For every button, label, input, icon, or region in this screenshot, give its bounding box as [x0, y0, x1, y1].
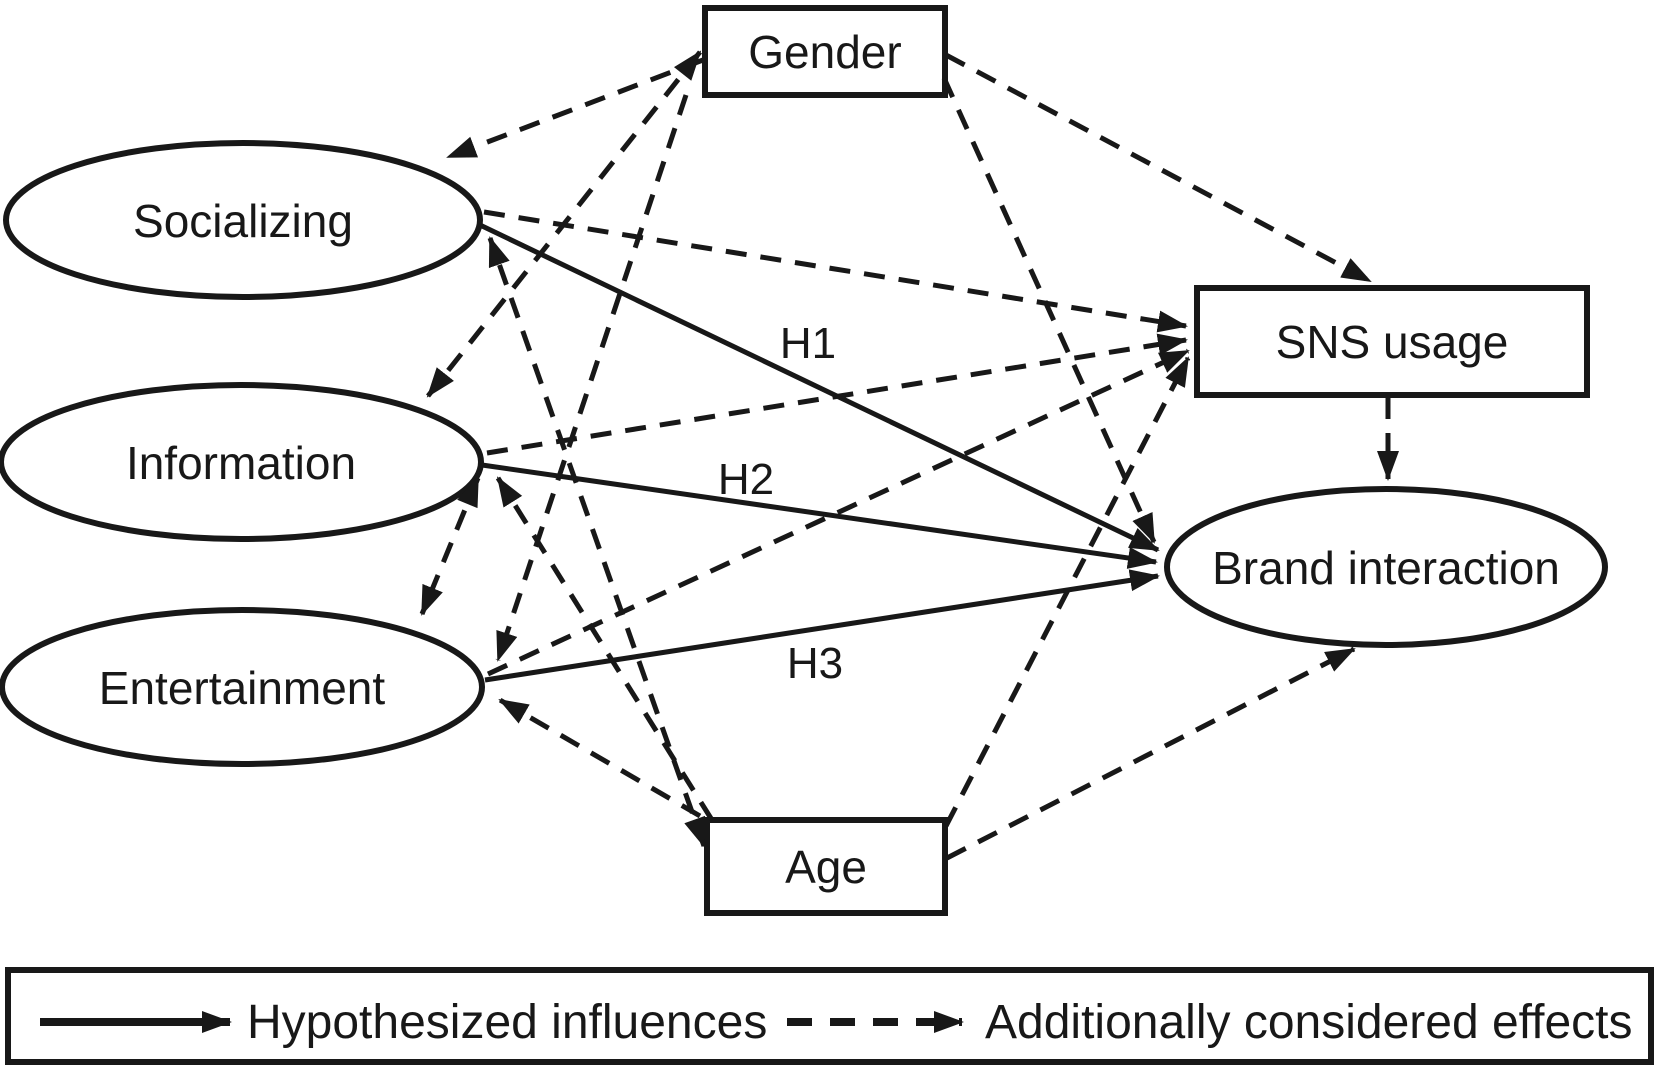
edge-age-to-brand-interaction — [945, 646, 1356, 861]
socializing-label: Socializing — [133, 195, 353, 247]
edge-age-to-sns-usage — [943, 356, 1191, 828]
entertainment-label: Entertainment — [99, 662, 386, 714]
edge-gender-to-entertainment — [495, 94, 689, 662]
node-information: Information — [0, 382, 484, 542]
edge-gender-to-sns-usage — [944, 52, 1372, 284]
gender-box — [702, 5, 948, 98]
legend-dashed-label: Additionally considered effects — [985, 996, 1633, 1049]
edge-age-to-entertainment — [498, 697, 702, 819]
edge-gender-to-socializing — [446, 57, 704, 160]
nodes-layer: Gender Socializing Information Entertain… — [0, 5, 1608, 916]
entertainment-ellipse — [0, 607, 485, 767]
brand-interaction-ellipse — [1164, 486, 1608, 648]
legend-box — [5, 967, 1654, 1065]
node-entertainment: Entertainment — [0, 607, 485, 767]
node-sns-usage: SNS usage — [1194, 285, 1590, 398]
hypothesis-labels: H1 H2 H3 — [718, 319, 843, 688]
node-gender: Gender — [702, 5, 948, 98]
edge-age-to-socializing — [487, 236, 707, 848]
information-ellipse — [0, 382, 484, 542]
age-label: Age — [785, 841, 867, 893]
node-socializing: Socializing — [3, 140, 483, 300]
node-brand-interaction: Brand interaction — [1164, 486, 1608, 648]
h3-label: H3 — [787, 639, 843, 688]
brand-interaction-label: Brand interaction — [1212, 542, 1560, 594]
edge-information-to-entertainment — [419, 476, 481, 616]
legend-solid-label: Hypothesized influences — [247, 996, 767, 1049]
h2-label: H2 — [718, 455, 774, 504]
edges-layer — [419, 50, 1399, 861]
node-age: Age — [704, 817, 948, 916]
edge-information-to-sns-usage — [486, 333, 1188, 456]
sns-usage-label: SNS usage — [1276, 316, 1509, 368]
edge-information-to-brand-interaction — [481, 462, 1158, 569]
age-box — [704, 817, 948, 916]
h1-label: H1 — [780, 319, 836, 368]
sns-usage-box — [1194, 285, 1590, 398]
edge-gender-to-brand-interaction — [941, 76, 1157, 544]
edge-socializing-to-sns-usage — [483, 209, 1188, 333]
information-label: Information — [126, 437, 356, 489]
gender-label: Gender — [748, 26, 901, 78]
edge-entertainment-to-sns-usage — [486, 348, 1190, 677]
legend: Hypothesized influences Additionally con… — [5, 967, 1654, 1065]
